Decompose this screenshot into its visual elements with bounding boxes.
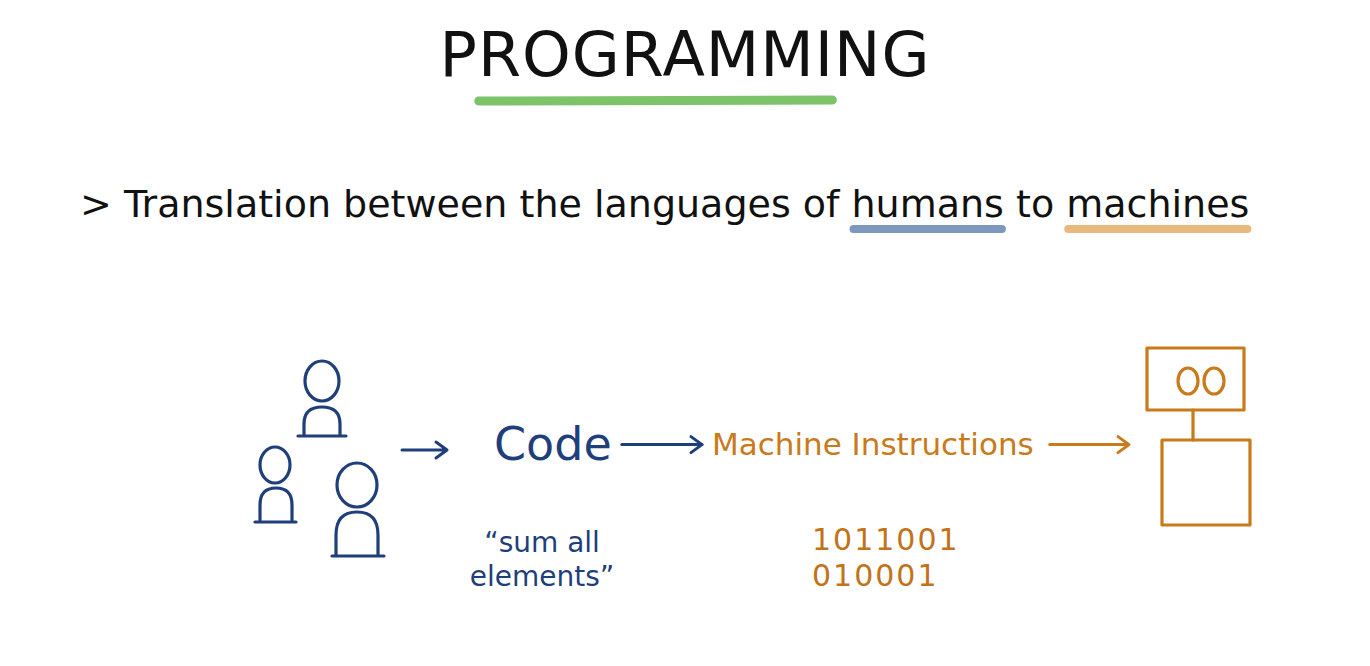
title-wrap: PROGRAMMING	[0, 18, 1370, 91]
binary-code: 1011001 010001	[812, 522, 960, 594]
word-underline	[854, 225, 1002, 233]
example-quote: “sum all elements”	[452, 526, 632, 593]
instructions-node: Machine Instructions	[706, 422, 1040, 467]
input-arrow	[402, 442, 447, 458]
arrow-line	[622, 443, 702, 446]
flow-arrow	[622, 437, 702, 453]
people-icon	[255, 361, 384, 556]
code-node: Code	[488, 413, 618, 476]
title-underline	[479, 100, 833, 101]
arrow-head	[691, 437, 702, 453]
output-arrow	[1050, 437, 1129, 453]
node-text: Machine Instructions	[712, 426, 1034, 463]
bullet-text: > Translation between the languages of h…	[80, 182, 1249, 228]
computer-icon	[1147, 348, 1250, 525]
word-underline	[1068, 225, 1247, 233]
node-text: Code	[494, 417, 612, 472]
title: PROGRAMMING	[440, 18, 931, 91]
